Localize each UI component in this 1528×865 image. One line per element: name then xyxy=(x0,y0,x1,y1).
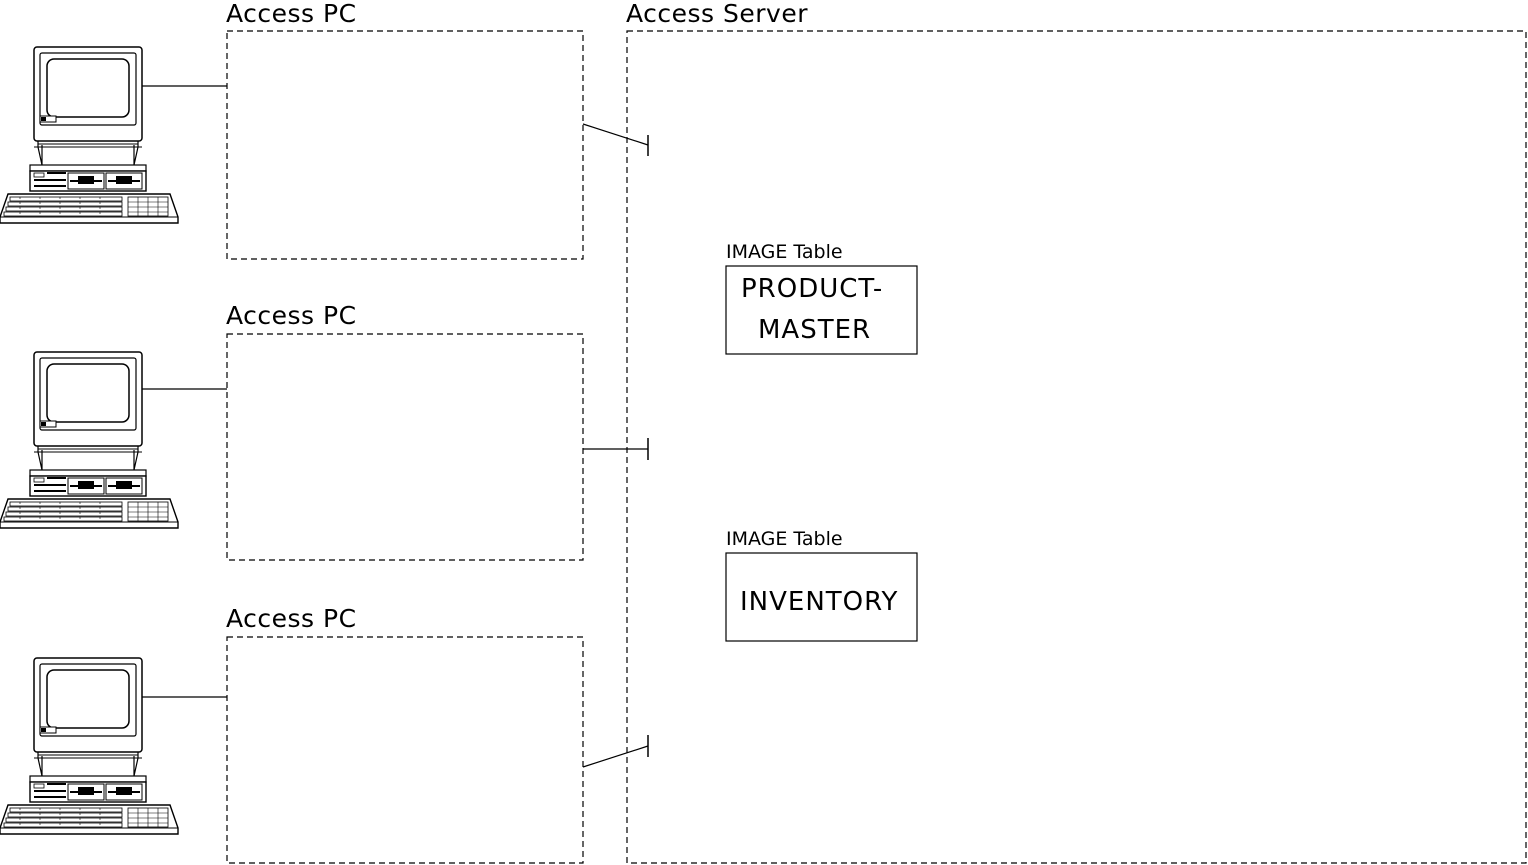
image-table-caption: IMAGE Table xyxy=(726,241,843,263)
table-name-line: INVENTORY xyxy=(740,587,898,617)
access-server-group: Access Server IMAGE Table PRODUCT- MASTE… xyxy=(626,0,1527,864)
inventory-table-box xyxy=(725,552,918,642)
desktop-computer-icon xyxy=(0,351,179,529)
access-pc-box xyxy=(226,333,584,561)
table-name-line: MASTER xyxy=(758,315,871,345)
network-link-line xyxy=(582,123,649,146)
product-master-table-box xyxy=(725,265,918,355)
pc-group-2: Access PC xyxy=(0,301,649,561)
access-pc-box xyxy=(226,30,584,260)
access-server-label: Access Server xyxy=(626,0,808,28)
desktop-computer-icon xyxy=(0,657,179,835)
access-pc-label: Access PC xyxy=(226,604,357,633)
access-pc-label: Access PC xyxy=(226,301,357,330)
access-pc-box xyxy=(226,636,584,864)
access-pc-label: Access PC xyxy=(226,0,357,28)
pc-group-3: Access PC xyxy=(0,604,649,864)
image-table-caption: IMAGE Table xyxy=(726,528,843,550)
desktop-computer-icon xyxy=(0,46,179,224)
access-server-box xyxy=(626,30,1527,864)
table-name-line: PRODUCT- xyxy=(741,274,883,304)
pc-group-1: Access PC xyxy=(0,0,649,260)
network-link-line xyxy=(582,745,649,768)
